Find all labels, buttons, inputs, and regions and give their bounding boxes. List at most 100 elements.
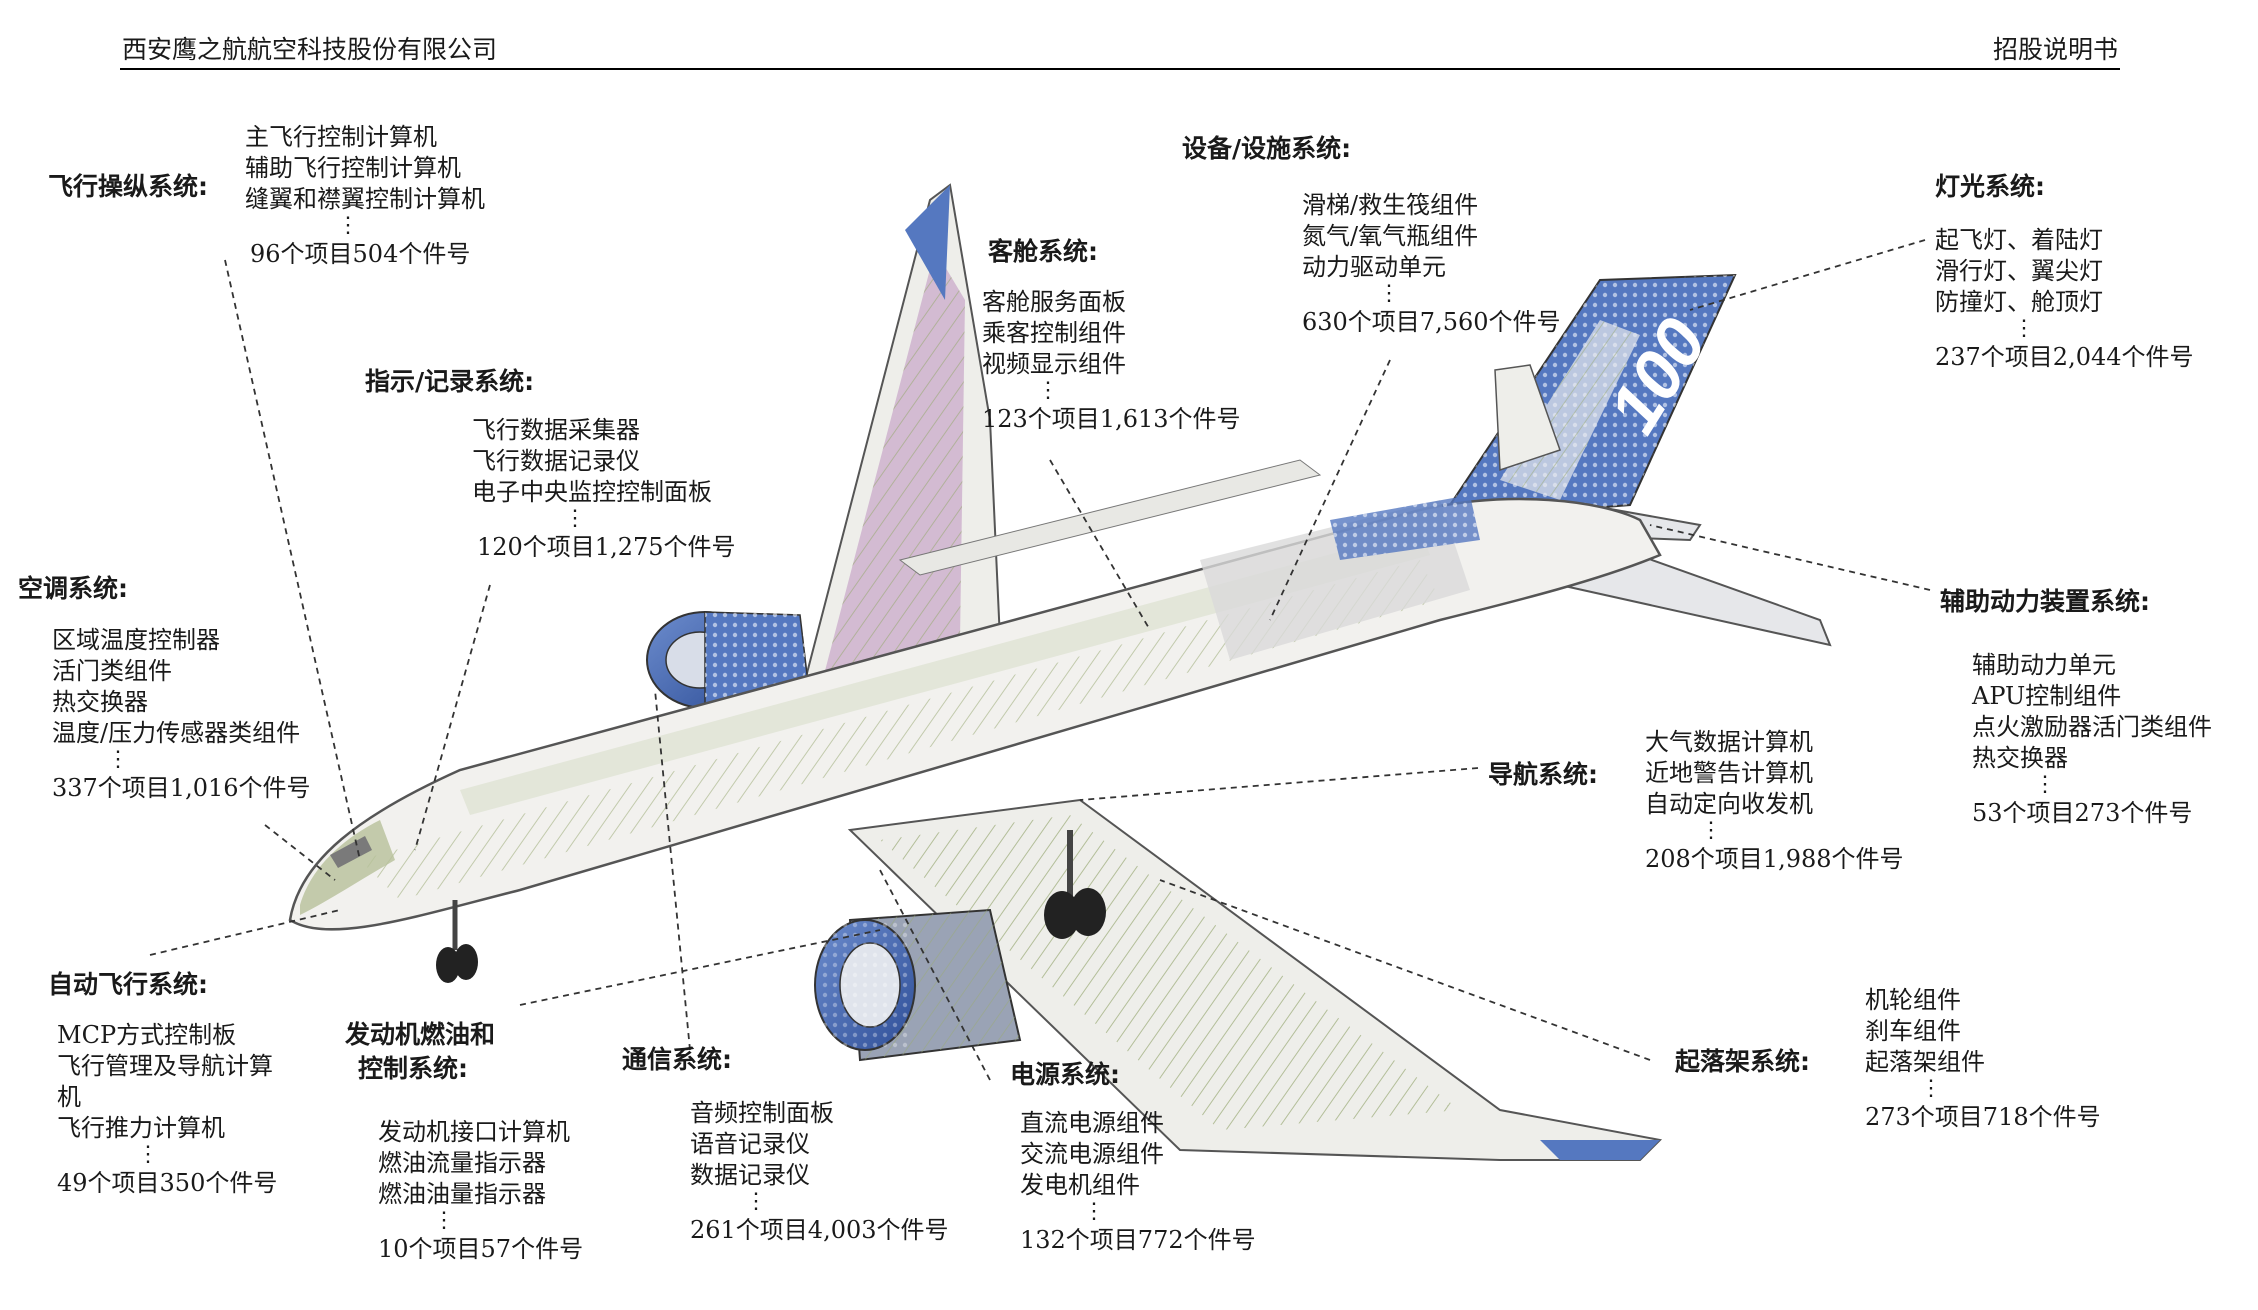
- item-count: 237个项目2,044个件号: [1935, 343, 2194, 371]
- ellipsis-mark: ⋮: [1920, 1076, 1942, 1101]
- fuselage: [288, 459, 1662, 931]
- list-item: 温度/压力传感器类组件: [52, 719, 301, 747]
- list-item: 近地警告计算机: [1645, 759, 1813, 787]
- ellipsis-mark: ⋮: [2013, 316, 2035, 341]
- leader-apu: [1649, 524, 1931, 591]
- leader-lighting: [1689, 239, 1926, 311]
- list-item: 飞行推力计算机: [57, 1114, 225, 1142]
- list-item: 乘客控制组件: [982, 319, 1126, 347]
- item-count: 208个项目1,988个件号: [1645, 845, 1904, 873]
- cabin-list: 客舱服务面板 乘客控制组件 视频显示组件 ⋮ 123个项目1,613个件号: [982, 287, 1241, 435]
- ellipsis-mark: ⋮: [1378, 281, 1400, 306]
- near-engine: [814, 908, 1022, 1062]
- list-item: 主飞行控制计算机: [245, 123, 437, 151]
- ellipsis-mark: ⋮: [107, 747, 129, 772]
- item-count: 337个项目1,016个件号: [52, 774, 311, 802]
- list-item: 飞行数据采集器: [472, 416, 640, 444]
- item-count: 120个项目1,275个件号: [477, 533, 736, 561]
- item-count: 96个项目504个件号: [250, 240, 471, 268]
- list-item: 刹车组件: [1865, 1017, 1961, 1045]
- list-item: 滑梯/救生筏组件: [1302, 191, 1479, 219]
- ellipsis-mark: ⋮: [1700, 818, 1722, 843]
- list-item: 起落架组件: [1865, 1048, 1985, 1076]
- item-count: 53个项目273个件号: [1972, 799, 2193, 827]
- autopilot-title: 自动飞行系统:: [48, 970, 208, 999]
- item-count: 123个项目1,613个件号: [982, 405, 1241, 433]
- apu-title: 辅助动力装置系统:: [1940, 587, 2150, 616]
- indication-title: 指示/记录系统:: [365, 367, 535, 396]
- list-item: 动力驱动单元: [1302, 253, 1446, 281]
- list-item: 机: [57, 1083, 81, 1111]
- engine-fuel-title-line1: 发动机燃油和: [345, 1020, 496, 1049]
- ellipsis-mark: ⋮: [564, 506, 586, 531]
- equipment-title: 设备/设施系统:: [1182, 134, 1352, 163]
- landing-gear: [436, 830, 1106, 983]
- list-item: 滑行灯、翼尖灯: [1935, 257, 2103, 285]
- list-item: 自动定向收发机: [1645, 790, 1813, 818]
- list-item: 客舱服务面板: [982, 288, 1126, 316]
- list-item: 热交换器: [52, 688, 148, 716]
- list-item: 区域温度控制器: [52, 626, 220, 654]
- air-conditioning-title: 空调系统:: [18, 574, 128, 603]
- ellipsis-mark: ⋮: [745, 1189, 767, 1214]
- list-item: 飞行管理及导航计算: [57, 1052, 273, 1080]
- apu-list: 辅助动力单元 APU控制组件 点火激励器活门类组件 热交换器 ⋮ 53个项目27…: [1972, 650, 2212, 829]
- list-item: 发电机组件: [1020, 1171, 1140, 1199]
- engine-fuel-list: 发动机接口计算机 燃油流量指示器 燃油油量指示器 ⋮ 10个项目57个件号: [378, 1117, 583, 1265]
- ellipsis-mark: ⋮: [1083, 1199, 1105, 1224]
- header-rule: [120, 68, 2120, 70]
- ellipsis-mark: ⋮: [433, 1208, 455, 1233]
- communication-list: 音频控制面板 语音记录仪 数据记录仪 ⋮ 261个项目4,003个件号: [690, 1098, 949, 1246]
- item-count: 261个项目4,003个件号: [690, 1216, 949, 1244]
- leader-equipment: [1269, 359, 1391, 621]
- list-item: 大气数据计算机: [1645, 728, 1813, 756]
- list-item: 燃油油量指示器: [378, 1180, 546, 1208]
- list-item: 活门类组件: [52, 657, 172, 685]
- list-item: 视频显示组件: [982, 350, 1126, 378]
- lighting-list: 起飞灯、着陆灯 滑行灯、翼尖灯 防撞灯、舱顶灯 ⋮ 237个项目2,044个件号: [1935, 225, 2194, 373]
- list-item: 辅助飞行控制计算机: [245, 154, 461, 182]
- leader-navigation: [1079, 767, 1479, 801]
- item-count: 10个项目57个件号: [378, 1235, 584, 1263]
- list-item: 缝翼和襟翼控制计算机: [245, 185, 485, 213]
- company-name: 西安鹰之航航空科技股份有限公司: [122, 35, 498, 64]
- list-item: 燃油流量指示器: [378, 1149, 546, 1177]
- leader-indication: [414, 584, 491, 851]
- list-item: MCP方式控制板: [57, 1021, 237, 1049]
- indication-list: 飞行数据采集器 飞行数据记录仪 电子中央监控控制面板 ⋮ 120个项目1,275…: [472, 415, 736, 563]
- far-wing: [798, 183, 1002, 702]
- list-item: 点火激励器活门类组件: [1972, 713, 2212, 741]
- vertical-tail: 100: [1438, 273, 1737, 522]
- item-count: 132个项目772个件号: [1020, 1226, 1256, 1254]
- list-item: 语音记录仪: [690, 1130, 810, 1158]
- communication-title: 通信系统:: [622, 1045, 732, 1074]
- leader-autopilot: [149, 909, 341, 956]
- lighting-title: 灯光系统:: [1935, 172, 2045, 201]
- item-count: 630个项目7,560个件号: [1302, 308, 1561, 336]
- navigation-list: 大气数据计算机 近地警告计算机 自动定向收发机 ⋮ 208个项目1,988个件号: [1645, 727, 1904, 875]
- landing-gear-title: 起落架系统:: [1675, 1047, 1810, 1076]
- near-wing: [847, 798, 1663, 1161]
- document-title: 招股说明书: [1992, 35, 2118, 64]
- autopilot-list: MCP方式控制板 飞行管理及导航计算 机 飞行推力计算机 ⋮ 49个项目350个…: [57, 1020, 277, 1199]
- list-item: 热交换器: [1972, 744, 2068, 772]
- flight-control-list: 主飞行控制计算机 辅助飞行控制计算机 缝翼和襟翼控制计算机 ⋮ 96个项目504…: [245, 122, 485, 270]
- landing-gear-list: 机轮组件 刹车组件 起落架组件 ⋮ 273个项目718个件号: [1865, 985, 2101, 1133]
- list-item: 发动机接口计算机: [378, 1118, 570, 1146]
- list-item: 辅助动力单元: [1972, 651, 2116, 679]
- list-item: 电子中央监控控制面板: [472, 478, 712, 506]
- equipment-list: 滑梯/救生筏组件 氮气/氧气瓶组件 动力驱动单元 ⋮ 630个项目7,560个件…: [1302, 190, 1561, 338]
- ellipsis-mark: ⋮: [2034, 772, 2056, 797]
- leader-lines: [149, 239, 1931, 1081]
- flight-control-title: 飞行操纵系统:: [48, 172, 208, 201]
- list-item: 飞行数据记录仪: [472, 447, 640, 475]
- ellipsis-mark: ⋮: [137, 1142, 159, 1167]
- ellipsis-mark: ⋮: [337, 213, 359, 238]
- list-item: 起飞灯、着陆灯: [1935, 226, 2103, 254]
- ellipsis-mark: ⋮: [1037, 378, 1059, 403]
- leader-air-conditioning: [264, 824, 336, 881]
- engine-fuel-title-line2: 控制系统:: [358, 1054, 468, 1083]
- cabin-title: 客舱系统:: [988, 237, 1098, 266]
- leader-communication: [654, 689, 691, 1051]
